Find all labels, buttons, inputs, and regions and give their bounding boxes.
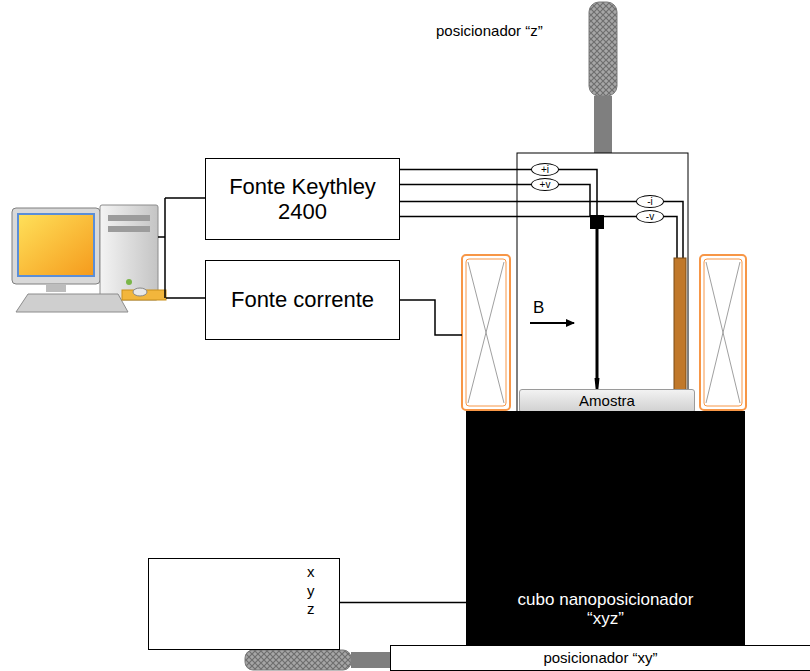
probe-holder [517, 153, 688, 415]
computer-icon [46, 284, 66, 292]
node-text: posicionador “xy” [543, 649, 657, 666]
xy-positioner-knob [245, 650, 351, 670]
coil-wiring [400, 300, 462, 335]
terminal-oval: -v [636, 210, 664, 223]
positioner-bar: posicionador “xy” [390, 645, 810, 671]
coil [704, 259, 742, 406]
computer-icon [133, 288, 147, 296]
coil [462, 255, 746, 410]
z-positioner [594, 96, 612, 153]
instrument-box: Fonte Keythley 2400 [205, 158, 400, 240]
node-text: cubo nanoposicionador “xyz” [506, 590, 706, 629]
probe-wiring [559, 170, 683, 259]
coil [706, 262, 740, 403]
probe-wiring [559, 170, 597, 217]
node-text: -v [646, 212, 654, 222]
wire [400, 169, 531, 171]
coil [462, 255, 510, 410]
reference-probe [674, 258, 686, 410]
computer-icon [12, 205, 166, 312]
positioner-label: posicionador “z” [436, 22, 543, 39]
terminal-oval: -i [636, 195, 664, 208]
node-text: -i [647, 197, 653, 207]
computer-icon [12, 208, 100, 284]
computer-icon [108, 215, 150, 221]
computer-icon [16, 294, 128, 312]
xy-positioner-knob [245, 650, 391, 670]
wire [400, 201, 636, 203]
probe-wiring [664, 217, 677, 259]
coil [700, 255, 746, 410]
terminal-oval: +v [531, 178, 559, 191]
instrument-box: Fonte corrente [205, 260, 400, 340]
node-text: y [307, 582, 315, 601]
probe-wiring [559, 185, 590, 217]
node-text: +v [540, 180, 551, 190]
xy-positioner-knob [351, 652, 391, 668]
coil-wiring [400, 300, 462, 335]
computer-wiring [158, 198, 205, 298]
sample-plate: Amostra [519, 389, 695, 413]
computer-icon [126, 279, 132, 285]
field-arrow [530, 323, 574, 324]
node-text: x [307, 563, 315, 582]
z-positioner [589, 2, 617, 96]
node-text: z [307, 600, 315, 619]
computer-icon [108, 226, 150, 232]
controller-box: xyz [148, 558, 340, 650]
probe-tip [590, 215, 604, 402]
wire [400, 216, 636, 218]
z-positioner [589, 2, 617, 153]
computer-icon [18, 214, 94, 276]
node-text: Amostra [579, 392, 635, 409]
node-text: Fonte corrente [231, 287, 374, 312]
probe-holder [517, 153, 688, 415]
positioner-cube: cubo nanoposicionador “xyz” [466, 411, 745, 647]
field-label: B [533, 298, 544, 318]
computer-wiring [158, 198, 205, 298]
computer-icon [100, 205, 158, 300]
wire [400, 184, 531, 186]
node-text: Fonte Keythley 2400 [220, 174, 385, 225]
node-text: +i [541, 165, 549, 175]
coil [466, 259, 506, 406]
wire [340, 602, 466, 604]
coil [468, 262, 504, 403]
reference-probe [674, 258, 686, 410]
terminal-oval: +i [531, 163, 559, 176]
probe-tip [596, 229, 599, 379]
field-arrow [530, 322, 574, 324]
probe-wiring [664, 202, 683, 259]
